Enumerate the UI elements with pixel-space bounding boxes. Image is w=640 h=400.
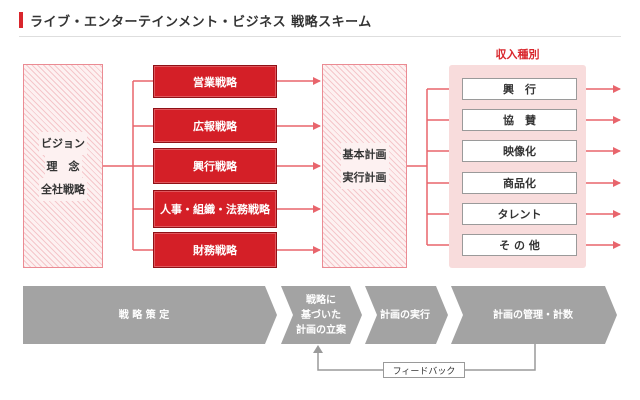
revenue-item-talent: タレント: [462, 203, 577, 225]
revenue-item-other: そ の 他: [462, 234, 577, 256]
vision-label: ビジョン: [39, 131, 87, 155]
revenue-type-label: 収入種別: [495, 48, 540, 61]
title-divider: [19, 36, 621, 37]
philosophy-label: 理 念: [44, 154, 82, 178]
flow-stage-management: [451, 286, 617, 344]
vision-box: [23, 64, 103, 268]
strategy-performance: 興行戦略: [153, 148, 277, 184]
flow-stage-planning: [281, 286, 362, 344]
page-title: ライブ・エンターテインメント・ビジネス 戦略スキーム: [30, 15, 372, 30]
strategy-sales: 営業戦略: [153, 65, 277, 98]
strategy-finance: 財務戦略: [153, 232, 277, 268]
flow-stage-execution: [365, 286, 448, 344]
title-accent-bar: [19, 12, 23, 28]
vision-box-text: ビジョン 理 念 全社戦略: [23, 64, 103, 268]
revenue-item-merchandise: 商品化: [462, 172, 577, 194]
feedback-label: フィードバック: [383, 362, 465, 378]
feedback-arrowhead: [313, 345, 323, 353]
revenue-item-video: 映像化: [462, 140, 577, 162]
execution-plan-label: 実行計画: [340, 166, 389, 189]
plan-box-text: 基本計画 実行計画: [322, 64, 407, 268]
flow-stage-strategy: [23, 286, 277, 344]
revenue-item-performance: 興 行: [462, 78, 577, 100]
revenue-item-sponsorship: 協 賛: [462, 109, 577, 131]
corporate-strategy-label: 全社戦略: [39, 177, 87, 201]
flow-label-strategy: 戦 略 策 定: [118, 309, 170, 321]
strategy-hr-legal: 人事・組織・法務戦略: [153, 190, 277, 228]
flow-label-management: 計画の管理・計数: [493, 309, 573, 321]
strategy-pr: 広報戦略: [153, 108, 277, 143]
basic-plan-label: 基本計画: [340, 143, 389, 166]
flow-label-execution: 計画の実行: [380, 309, 430, 321]
flow-label-planning: 戦略に 基づいた 計画の立案: [296, 294, 346, 336]
